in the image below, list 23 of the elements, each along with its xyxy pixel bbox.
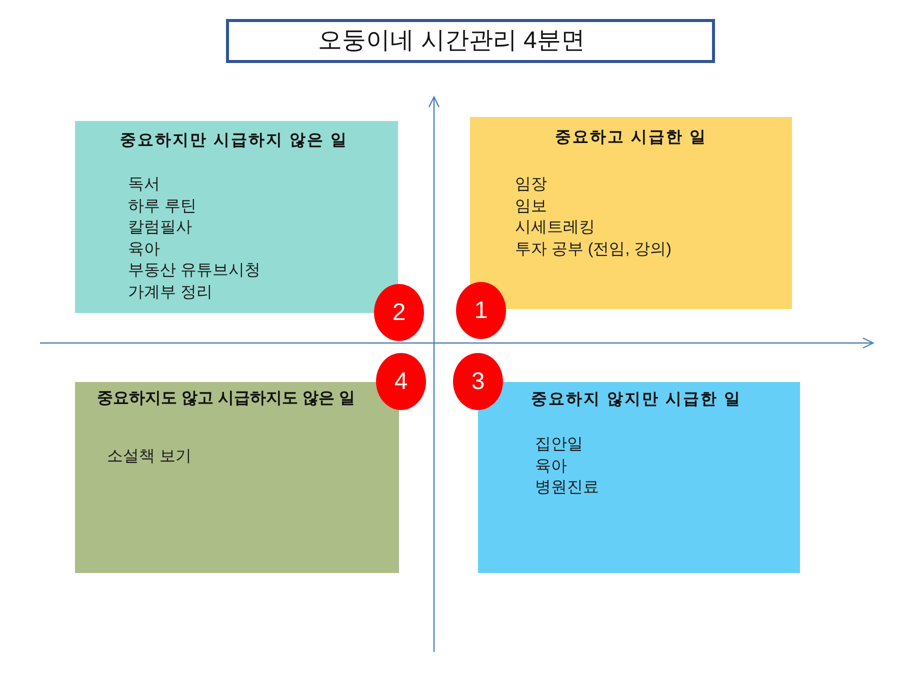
quadrant-heading: 중요하고 시급한 일 [555,128,707,148]
list-item: 육아 [128,240,160,260]
list-item: 칼럼필사 [128,218,192,238]
list-item: 가계부 정리 [128,282,212,302]
list-item: 독서 [128,175,160,195]
list-item: 하루 루틴 [128,196,196,216]
list-item: 소설책 보기 [107,447,192,467]
list-item: 육아 [535,456,567,476]
number-circle: 2 [374,284,424,341]
number-circle: 4 [376,353,426,410]
list-item: 부동산 유튜브시청 [128,261,260,281]
quadrant-heading: 중요하지만 시급하지 않은 일 [120,131,348,151]
title-box: 오둥이네 시간관리 4분면 [226,19,715,63]
list-item: 병원진료 [535,478,599,498]
number-circle: 1 [456,282,506,339]
list-item: 집안일 [535,435,583,455]
list-item: 투자 공부 (전임, 강의) [515,240,672,260]
list-item: 임장 [515,175,547,195]
quadrant-heading: 중요하지 않지만 시급한 일 [531,390,742,410]
list-item: 임보 [515,196,547,216]
number-circle: 3 [453,353,503,410]
quadrant-heading: 중요하지도 않고 시급하지도 않은 일 [97,389,355,409]
list-item: 시세트레킹 [515,218,595,238]
